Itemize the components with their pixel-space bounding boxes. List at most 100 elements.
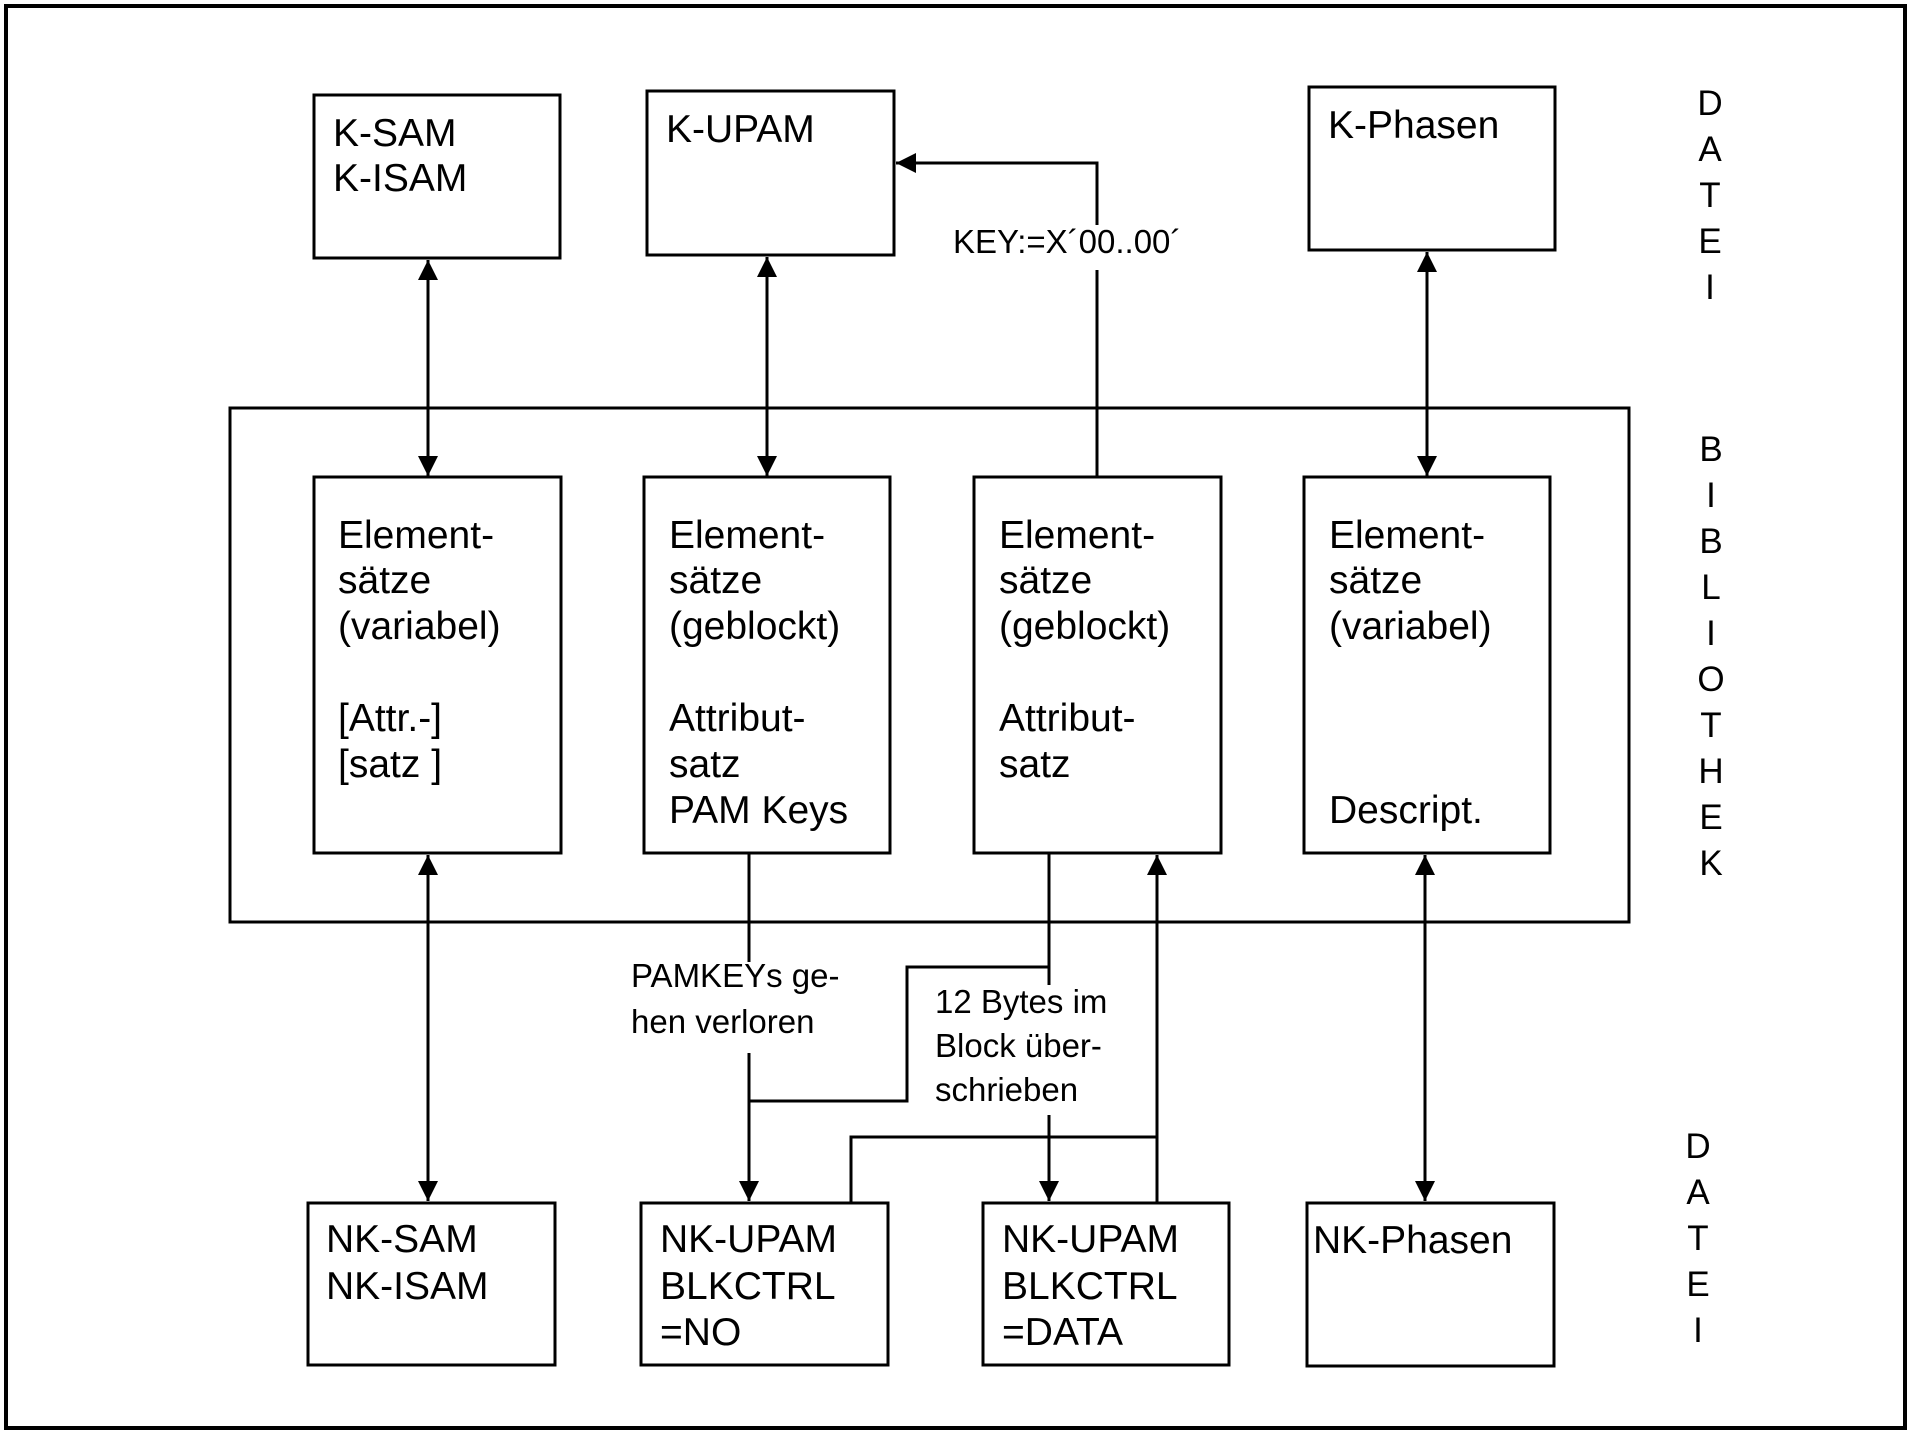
arrow-up-icon [1415, 855, 1435, 875]
elem-2-line-1: Element- [669, 514, 825, 557]
arrow-down-icon [418, 456, 438, 476]
arrow-down-icon [1415, 1181, 1435, 1201]
k-sam-line-2: K-ISAM [333, 157, 467, 200]
key-annotation: KEY:=X´00..00´ [953, 223, 1181, 260]
side-mid-letter: K [1699, 844, 1722, 883]
elem-3-line-1: Element- [999, 514, 1155, 557]
side-mid-letter: L [1701, 568, 1720, 607]
arrow-down-icon [739, 1181, 759, 1201]
side-top-letter: I [1705, 268, 1715, 307]
top-file-k-phasen: K-Phasen [1307, 85, 1557, 252]
outer-frame [4, 4, 1907, 1430]
side-bot-letter: I [1693, 1311, 1703, 1350]
side-mid-letter: I [1706, 614, 1716, 653]
k-sam-line-1: K-SAM [333, 112, 457, 155]
elem-box-2 [642, 475, 892, 855]
library-element-4: Element- sätze (variabel) Descript. [1302, 475, 1552, 855]
arrow-up-icon [1147, 855, 1167, 875]
side-mid-letter: O [1697, 660, 1724, 699]
nk-upam-data-line-2: BLKCTRL [1002, 1265, 1178, 1308]
elem-1-line-1: Element- [338, 514, 494, 557]
side-top-letter: E [1698, 222, 1721, 261]
bytes-annotation-line-2: Block über- [935, 1027, 1102, 1064]
side-bot-letter: E [1686, 1265, 1709, 1304]
elem-3-line-3: (geblockt) [999, 605, 1170, 648]
elem-1-line-5: [Attr.-] [338, 697, 442, 740]
k-upam-line-1: K-UPAM [666, 108, 815, 151]
nk-sam-line-2: NK-ISAM [326, 1265, 489, 1308]
k-sam-box [312, 93, 562, 260]
library-container [228, 406, 1631, 924]
elem-2-line-5: Attribut- [669, 697, 806, 740]
elem-1-line-2: sätze [338, 559, 431, 602]
arrow-down-icon [1417, 456, 1437, 476]
elem-1-line-6: [satz ] [338, 743, 442, 786]
library-element-1: Element- sätze (variabel) [Attr.-] [satz… [312, 475, 563, 855]
bottom-file-nk-phasen: NK-Phasen [1305, 1201, 1556, 1368]
pamkeys-annotation-line-2: hen verloren [631, 1003, 814, 1040]
elem-2-line-2: sätze [669, 559, 762, 602]
top-file-k-sam: K-SAM K-ISAM [312, 93, 562, 260]
bottom-file-nk-sam: NK-SAM NK-ISAM [306, 1201, 557, 1367]
side-mid-letter: H [1698, 752, 1723, 791]
nk-upam-no-line-1: NK-UPAM [660, 1218, 837, 1261]
connectors [418, 153, 1437, 1203]
k-phasen-box [1307, 85, 1557, 252]
arrow-down-icon [757, 456, 777, 476]
pamkeys-annotation-line-1: PAMKEYs ge- [631, 957, 839, 994]
side-mid-letter: T [1700, 706, 1721, 745]
side-mid-letter: B [1699, 522, 1722, 561]
bottom-file-nk-upam-data: NK-UPAM BLKCTRL =DATA [981, 1201, 1231, 1367]
elem-2-line-6: satz [669, 743, 741, 786]
side-bot-letter: T [1687, 1219, 1708, 1258]
arrow-left-icon [896, 153, 916, 173]
library-element-2: Element- sätze (geblockt) Attribut- satz… [642, 475, 892, 855]
elem-3-line-6: satz [999, 743, 1071, 786]
elem-2-line-7: PAM Keys [669, 789, 848, 832]
elem-4-line-7: Descript. [1329, 789, 1483, 832]
bottom-file-nk-upam-no: NK-UPAM BLKCTRL =NO [639, 1201, 890, 1367]
top-file-k-upam: K-UPAM [645, 89, 896, 257]
nk-phasen-line-1: NK-Phasen [1313, 1219, 1512, 1262]
k-phasen-line-1: K-Phasen [1328, 104, 1499, 147]
side-mid-letter: B [1699, 430, 1722, 469]
nk-upam-no-box [639, 1201, 890, 1367]
elem-3-line-5: Attribut- [999, 697, 1136, 740]
nk-upam-data-line-1: NK-UPAM [1002, 1218, 1179, 1261]
nk-upam-data-line-3: =DATA [1002, 1311, 1123, 1354]
side-top-letter: A [1698, 130, 1722, 169]
side-mid-letter: I [1706, 476, 1716, 515]
nk-upam-no-line-3: =NO [660, 1311, 741, 1354]
elem-4-line-2: sätze [1329, 559, 1422, 602]
elem-box-3 [972, 475, 1223, 855]
arrow-down-icon [418, 1181, 438, 1201]
elem-box-1 [312, 475, 563, 855]
connector-key-kupam [896, 161, 1099, 225]
arrow-up-icon [757, 257, 777, 277]
side-mid-letter: E [1699, 798, 1722, 837]
side-top-letter: D [1697, 84, 1722, 123]
arrow-down-icon [1039, 1181, 1059, 1201]
side-bot-letter: D [1685, 1127, 1710, 1166]
elem-box-4 [1302, 475, 1552, 855]
elem-4-line-1: Element- [1329, 514, 1485, 557]
elem-2-line-3: (geblockt) [669, 605, 840, 648]
bytes-annotation-line-1: 12 Bytes im [935, 983, 1107, 1020]
nk-sam-line-1: NK-SAM [326, 1218, 478, 1261]
connector-nkupam-no-elem3 [849, 1135, 1157, 1203]
nk-phasen-box [1305, 1201, 1556, 1368]
bytes-annotation-line-3: schrieben [935, 1071, 1078, 1108]
elem-3-line-2: sätze [999, 559, 1092, 602]
arrow-up-icon [418, 855, 438, 875]
elem-4-line-3: (variabel) [1329, 605, 1492, 648]
nk-upam-no-line-2: BLKCTRL [660, 1265, 836, 1308]
side-top-letter: T [1699, 176, 1720, 215]
nk-upam-data-box [981, 1201, 1231, 1367]
library-element-3: Element- sätze (geblockt) Attribut- satz [972, 475, 1223, 855]
elem-1-line-3: (variabel) [338, 605, 501, 648]
arrow-up-icon [1417, 252, 1437, 272]
